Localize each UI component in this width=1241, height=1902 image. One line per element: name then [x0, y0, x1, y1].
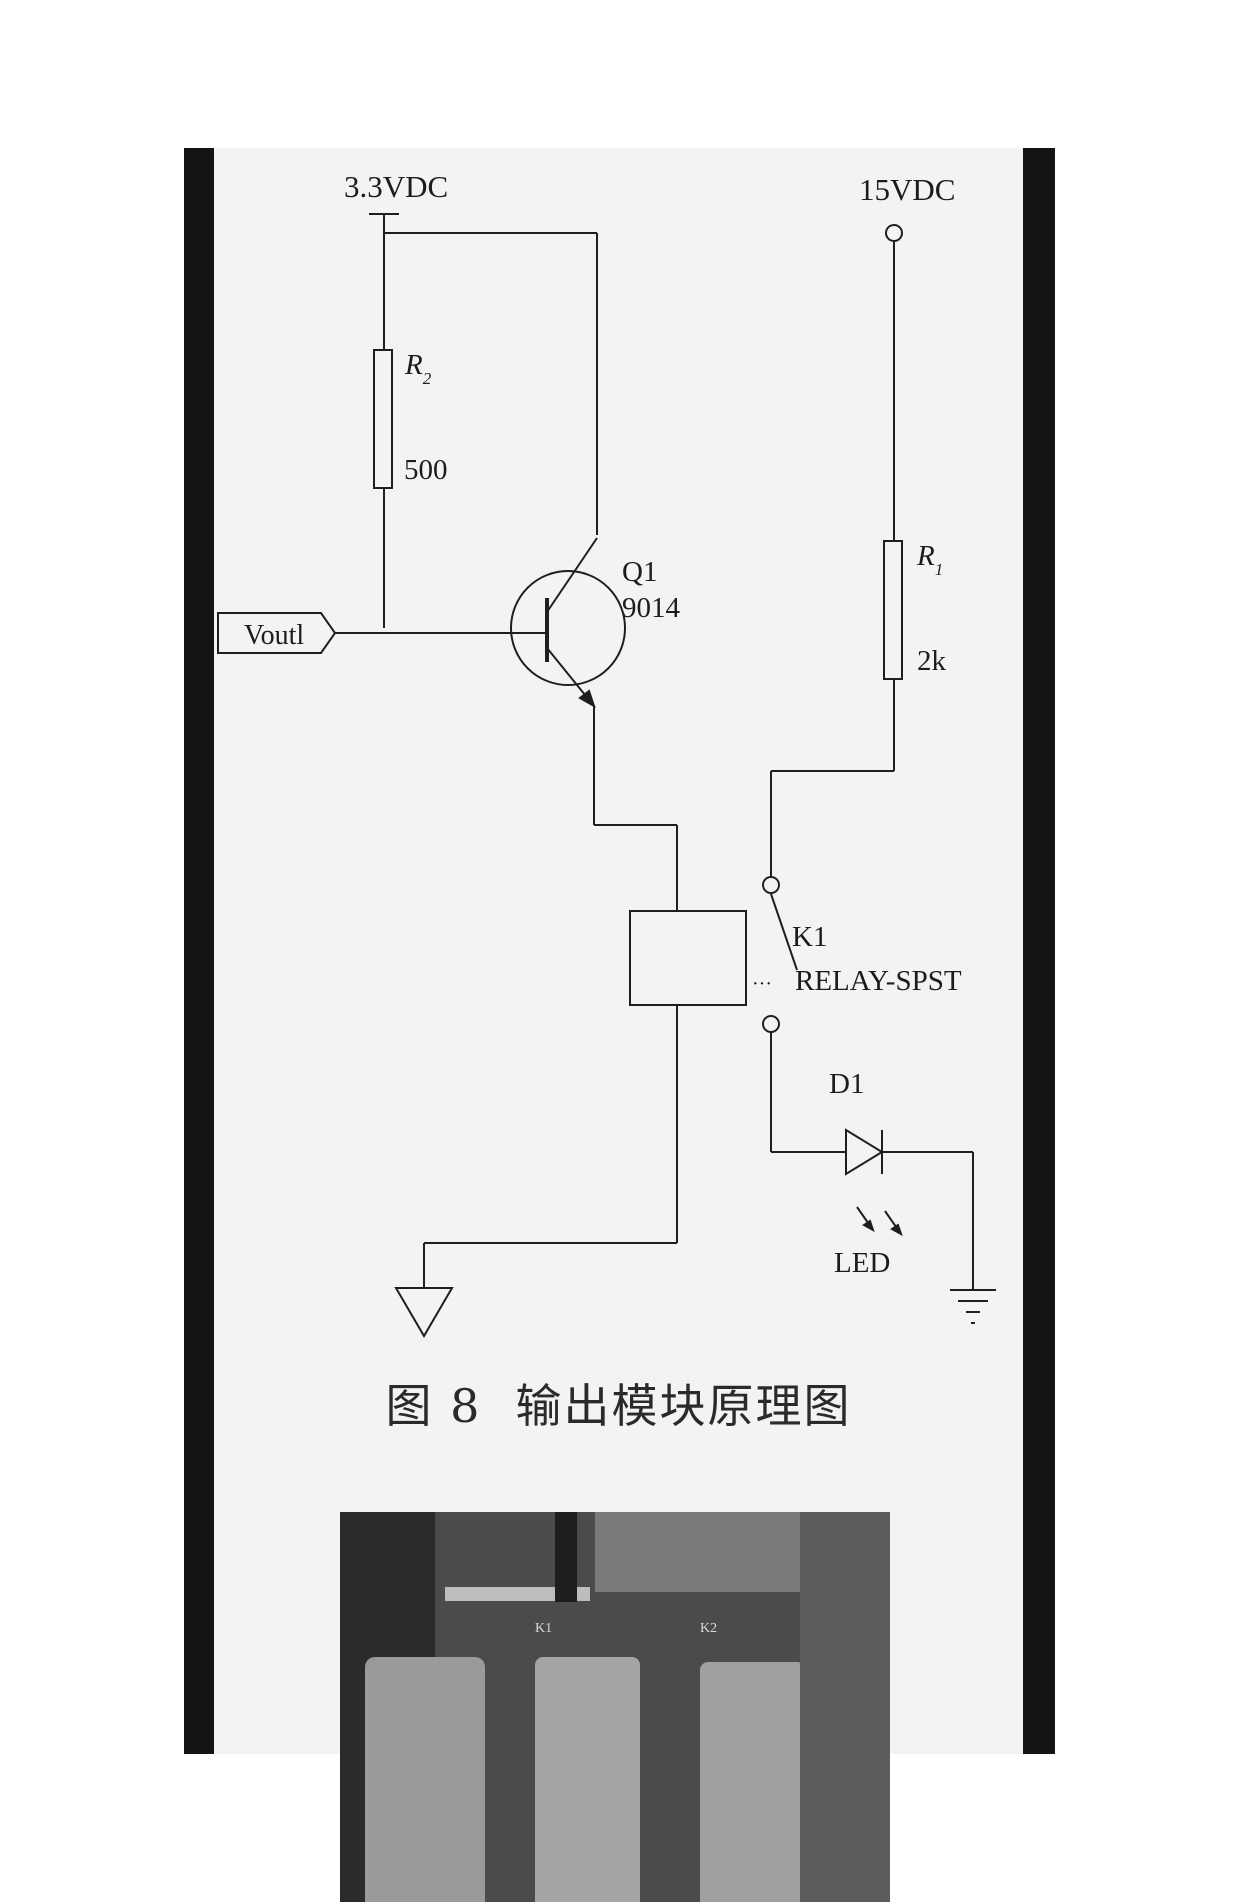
figure-caption: 图 8 输出模块原理图: [214, 1370, 1023, 1436]
transistor-q1-body: [510, 570, 626, 686]
left-border-band: [184, 148, 214, 1754]
r2-value: 500: [404, 454, 448, 486]
figure-title: 输出模块原理图: [515, 1379, 852, 1433]
k1-part: RELAY-SPST: [795, 965, 962, 997]
supply-15v-terminal: [885, 224, 903, 242]
k1-ref: K1: [792, 921, 827, 953]
led-d1: [845, 1128, 884, 1176]
d1-ref: D1: [829, 1068, 864, 1100]
q1-part: 9014: [622, 592, 681, 624]
vout-port: [217, 612, 337, 654]
relay-coil: [629, 910, 747, 1006]
board-label-k2: K2: [700, 1621, 717, 1636]
right-border-band: [1023, 148, 1055, 1754]
page-sheet: 3.3VDC 15VDC R2 500 R1 2k Q1 9014 Voutl …: [214, 148, 1023, 1902]
board-right-area: [800, 1512, 890, 1902]
supply-3v3-label: 3.3VDC: [344, 169, 448, 204]
figure-number: 图 8: [385, 1379, 482, 1433]
resistor-r2: [373, 349, 393, 489]
circuit-board-photo: K1 K2: [340, 1512, 890, 1902]
relay-contact-top: [762, 876, 780, 894]
output-module-schematic: 3.3VDC 15VDC R2 500 R1 2k Q1 9014 Voutl …: [217, 169, 996, 1338]
q1-ref: Q1: [622, 556, 657, 588]
relay-block-3: [700, 1662, 805, 1902]
transistor-collector: [546, 537, 598, 613]
relay-block-2: [535, 1657, 640, 1902]
relay-linkage-dots: ···: [752, 973, 772, 995]
r2-label: R2: [404, 349, 432, 388]
vout-port-label: Voutl: [244, 620, 304, 651]
r1-label: R1: [916, 540, 943, 579]
d1-part: LED: [834, 1247, 890, 1279]
relay-block-1: [365, 1657, 485, 1902]
r1-value: 2k: [917, 645, 947, 677]
emitter-arrow: [578, 689, 596, 709]
relay-contact-bottom: [762, 1015, 780, 1033]
board-label-k1: K1: [535, 1621, 552, 1636]
resistor-r1: [883, 540, 903, 680]
ground-symbol-left: [394, 1287, 454, 1338]
board-connector: [555, 1512, 577, 1602]
relay-switch-arm: [770, 893, 798, 971]
supply-15v-label: 15VDC: [859, 172, 955, 207]
header-pins: [445, 1587, 590, 1601]
